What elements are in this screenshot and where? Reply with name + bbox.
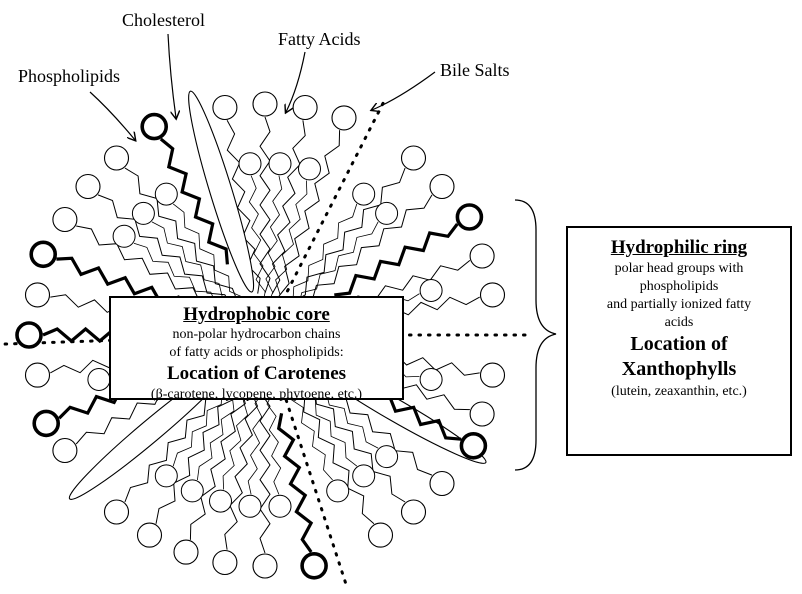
core-line-2: of fatty acids or phospholipids: xyxy=(169,345,344,360)
fatty-acid-head-inner xyxy=(180,479,204,503)
fatty-acid-tail-inner xyxy=(248,175,266,306)
phospholipid-tail xyxy=(334,223,459,297)
fatty-acid-head-inner xyxy=(268,152,292,176)
fatty-acid-head-inner xyxy=(352,182,376,206)
fatty-acids-arrow xyxy=(286,51,306,112)
fatty-acid-head-inner xyxy=(298,157,321,181)
bile-salts-arrow xyxy=(372,71,436,110)
fatty-acid-head-inner xyxy=(154,464,178,488)
cholesterol-label: Cholesterol xyxy=(122,10,205,30)
bile-salt-molecule xyxy=(281,100,386,301)
fatty-acid-head-inner xyxy=(154,182,178,206)
fatty-acid-tail-inner xyxy=(265,175,283,306)
phospholipids-arrow xyxy=(89,91,135,140)
fatty-acid-head-inner xyxy=(209,489,232,513)
fatty-acid-head xyxy=(52,437,78,464)
fatty-acid-tail xyxy=(97,194,234,309)
fatty-acid-head-inner xyxy=(87,368,111,391)
phospholipid-head xyxy=(15,321,43,349)
fatty-acid-tail xyxy=(124,167,239,303)
fatty-acid-head xyxy=(252,91,278,117)
ring-heading-2: Xanthophylls xyxy=(621,358,737,380)
fatty-acid-tail-inner xyxy=(172,203,249,311)
fatty-acid-head xyxy=(469,243,495,269)
ring-line-2: phospholipids xyxy=(639,279,719,294)
fatty-acid-head xyxy=(173,539,199,565)
fatty-acid-head xyxy=(24,362,51,388)
fatty-acid-tail xyxy=(297,194,433,309)
fatty-acid-head xyxy=(331,105,357,131)
fatty-acid-tail xyxy=(291,167,406,304)
fatty-acid-head-inner xyxy=(352,464,376,488)
fatty-acid-head xyxy=(400,499,427,525)
core-note: (β-carotene, lycopene, phytoene, etc.) xyxy=(150,387,363,402)
fatty-acid-head xyxy=(469,401,495,427)
ring-bracket xyxy=(514,199,557,471)
fatty-acid-head xyxy=(52,206,78,233)
fatty-acid-head xyxy=(479,282,506,308)
fatty-acid-head-inner xyxy=(112,224,136,248)
fatty-acid-head xyxy=(212,549,238,576)
fatty-acid-head xyxy=(429,470,455,497)
fatty-acid-head xyxy=(103,499,130,525)
core-title: Hydrophobic core xyxy=(183,304,330,325)
ring-heading-1: Location of xyxy=(630,333,728,355)
ring-line-4: acids xyxy=(664,315,694,330)
fatty-acid-head xyxy=(136,522,163,548)
fatty-acid-head-inner xyxy=(238,494,262,518)
fatty-acid-head-inner xyxy=(375,201,399,225)
fatty-acid-tail xyxy=(271,120,306,294)
fatty-acid-tail xyxy=(259,376,271,554)
phospholipid-head xyxy=(459,431,488,460)
ring-title: Hydrophilic ring xyxy=(610,237,748,258)
phospholipid-head xyxy=(32,409,61,438)
fatty-acid-head xyxy=(292,94,318,121)
fatty-acid-head-inner xyxy=(375,445,399,469)
fatty-acid-tail-inner xyxy=(281,203,358,311)
fatty-acid-head-inner xyxy=(238,152,262,176)
fatty-acid-head-inner xyxy=(326,479,350,503)
fatty-acid-tail-inner xyxy=(272,180,308,307)
bile-salt-molecule xyxy=(275,371,348,586)
fatty-acid-head xyxy=(367,522,394,548)
bile-salts-label: Bile Salts xyxy=(440,60,510,80)
ring-line-1: polar head groups with xyxy=(614,261,744,276)
fatty-acid-tail xyxy=(279,130,341,296)
hydrophobic-core-box: Hydrophobic core non-polar hydrocarbon c… xyxy=(109,296,404,402)
fatty-acid-head-inner xyxy=(419,368,443,391)
fatty-acid-head xyxy=(400,145,427,171)
fatty-acid-head xyxy=(429,173,455,200)
cholesterol-molecule xyxy=(188,90,255,293)
phospholipid-head xyxy=(455,203,484,231)
ring-note: (lutein, zeaxanthin, etc.) xyxy=(611,384,747,399)
fatty-acid-tail xyxy=(259,116,271,294)
fatty-acid-head xyxy=(24,282,51,308)
fatty-acid-tail xyxy=(189,374,251,540)
fatty-acid-head-inner xyxy=(131,201,155,225)
phospholipid-head xyxy=(140,112,168,141)
fatty-acids-label: Fatty Acids xyxy=(278,29,361,49)
fatty-acid-head-inner xyxy=(268,494,292,518)
fatty-acid-head xyxy=(212,94,238,121)
hydrophilic-ring-box: Hydrophilic ring polar head groups with … xyxy=(566,226,792,456)
cholesterol-arrow xyxy=(167,33,176,118)
phospholipids-label: Phospholipids xyxy=(18,66,120,86)
fatty-acid-head xyxy=(479,362,506,388)
fatty-acid-head xyxy=(252,553,278,579)
phospholipid-head xyxy=(29,240,58,269)
fatty-acid-head xyxy=(103,145,130,171)
phospholipid-head xyxy=(300,551,328,580)
phospholipid-tail xyxy=(159,137,229,265)
ring-line-3: and partially ionized fatty xyxy=(606,297,752,312)
phospholipid-tail xyxy=(276,412,314,554)
fatty-acid-head-inner xyxy=(419,279,443,302)
fatty-acid-head xyxy=(75,173,101,200)
core-heading: Location of Carotenes xyxy=(166,363,347,384)
fatty-acid-tail xyxy=(224,376,259,550)
core-line-1: non-polar hydrocarbon chains xyxy=(172,327,341,342)
